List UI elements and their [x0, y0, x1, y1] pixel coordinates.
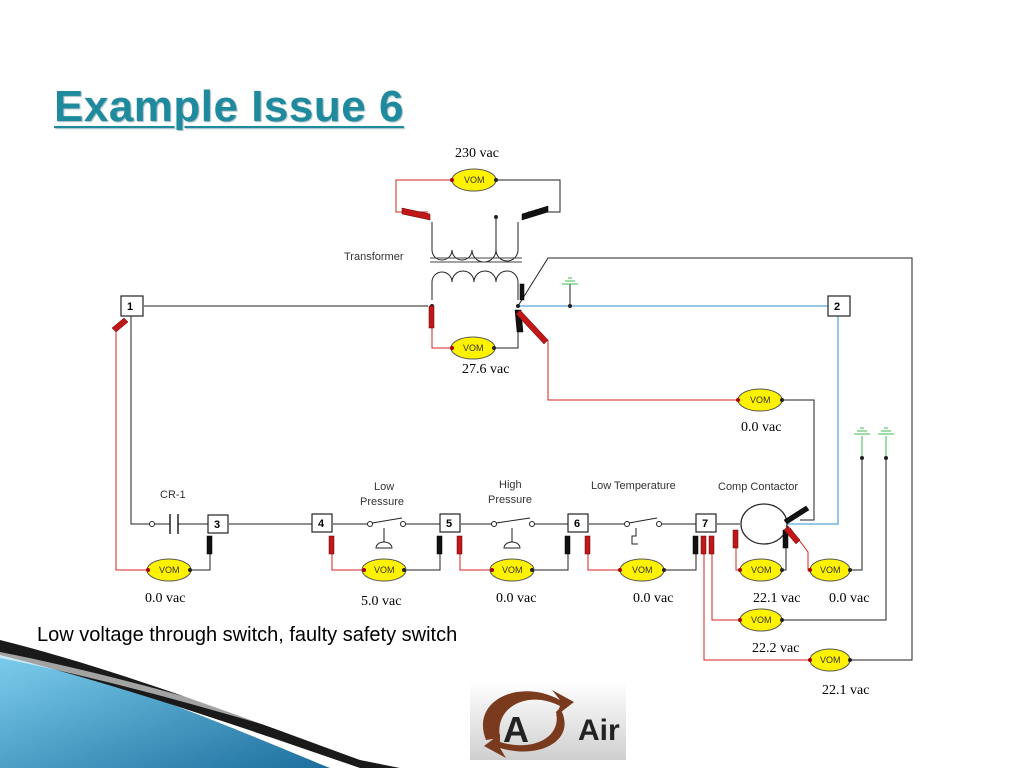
low-temperature-switch: Low Temperature	[591, 480, 676, 545]
svg-text:VOM: VOM	[374, 565, 395, 575]
meter-contactor-to-2: VOM	[736, 388, 784, 412]
meter-secondary: VOM	[450, 336, 496, 360]
logo-text: Air	[578, 714, 620, 747]
meter-t7-transformer: VOM	[808, 648, 852, 672]
svg-text:1: 1	[127, 301, 133, 313]
lead-t1	[115, 330, 148, 571]
svg-text:7: 7	[702, 518, 708, 530]
svg-text:VOM: VOM	[159, 565, 180, 575]
ground-icon	[562, 277, 578, 285]
slide-title: Example Issue 6	[54, 82, 404, 131]
svg-text:VOM: VOM	[750, 395, 771, 405]
meter-t1-to-3: VOM	[146, 558, 192, 582]
reading-contactor-ground: 0.0 vac	[829, 591, 869, 606]
meter-contactor-ground: VOM	[808, 558, 852, 582]
svg-text:Pressure: Pressure	[360, 496, 404, 508]
terminal-4: 4	[311, 513, 333, 533]
svg-text:VOM: VOM	[463, 343, 484, 353]
terminal-5: 5	[439, 513, 461, 533]
high-pressure-switch: High Pressure	[488, 479, 535, 549]
meter-low-pressure: VOM	[361, 558, 407, 582]
terminal-1: 1	[120, 295, 144, 317]
wire-transformer-out	[517, 257, 913, 661]
reading-t1-to-3: 0.0 vac	[145, 591, 185, 606]
terminal-7: 7	[695, 513, 717, 533]
lead-ground-b	[782, 460, 887, 621]
svg-text:VOM: VOM	[820, 655, 841, 665]
low-pressure-switch: Low Pressure	[360, 481, 406, 549]
meter-high-pressure: VOM	[489, 558, 535, 582]
lead-t6a	[532, 540, 569, 571]
lead-t7-b	[703, 544, 810, 661]
lead-ground-a	[850, 460, 863, 571]
reading-t7-transformer: 22.1 vac	[822, 683, 869, 698]
reading-low-pressure: 5.0 vac	[361, 594, 401, 609]
svg-text:4: 4	[318, 518, 325, 530]
lead-contactor-return	[782, 399, 815, 521]
terminal-2: 2	[827, 295, 851, 317]
svg-text:VOM: VOM	[464, 175, 485, 185]
logo-letter: A	[503, 709, 529, 750]
lead-contactor-test	[547, 340, 738, 401]
svg-text:2: 2	[834, 301, 840, 313]
meter-primary: VOM	[450, 168, 498, 192]
lead-primary-left	[395, 179, 452, 213]
transformer: Transformer	[344, 215, 522, 308]
svg-text:3: 3	[214, 519, 220, 531]
svg-text:Low: Low	[374, 481, 394, 493]
reading-high-pressure: 0.0 vac	[496, 591, 536, 606]
transformer-label: Transformer	[344, 251, 404, 263]
svg-text:VOM: VOM	[751, 565, 772, 575]
terminal-6: 6	[567, 513, 589, 533]
svg-text:VOM: VOM	[502, 565, 523, 575]
reading-primary: 230 vac	[455, 146, 499, 161]
reading-secondary: 27.6 vac	[462, 362, 509, 377]
svg-text:VOM: VOM	[632, 565, 653, 575]
lead-secondary-left	[431, 316, 452, 349]
svg-text:6: 6	[574, 518, 580, 530]
lead-t7c	[664, 540, 697, 571]
lead-t6b	[587, 544, 620, 571]
reading-t7-ground: 22.2 vac	[752, 641, 799, 656]
reading-low-temperature: 0.0 vac	[633, 591, 673, 606]
svg-text:CR-1: CR-1	[160, 489, 186, 501]
reading-contactor-to-2: 0.0 vac	[741, 420, 781, 435]
svg-text:Low Temperature: Low Temperature	[591, 480, 676, 492]
svg-text:High: High	[499, 479, 522, 491]
lead-t5a	[404, 540, 441, 571]
wire-contactor-to-2	[786, 316, 839, 525]
meter-coil: VOM	[738, 558, 784, 582]
lead-primary-right	[498, 179, 561, 213]
decorative-swoosh	[0, 640, 400, 768]
ground-icon	[854, 427, 894, 458]
lead-t4	[331, 544, 364, 571]
lead-secondary-right	[494, 316, 519, 349]
svg-text:VOM: VOM	[751, 615, 772, 625]
lead-t5b	[459, 544, 492, 571]
meter-t7-ground: VOM	[738, 608, 784, 632]
reading-coil: 22.1 vac	[753, 591, 800, 606]
comp-contactor: Comp Contactor	[718, 481, 798, 545]
company-logo: A Air	[470, 682, 626, 760]
lead-t7-a	[711, 544, 740, 621]
test-probes	[111, 205, 810, 555]
svg-text:VOM: VOM	[820, 565, 841, 575]
svg-text:Pressure: Pressure	[488, 494, 532, 506]
svg-text:5: 5	[446, 518, 452, 530]
cr1-contact: CR-1	[149, 489, 190, 534]
terminal-3: 3	[207, 514, 229, 534]
slide-caption: Low voltage through switch, faulty safet…	[37, 624, 458, 646]
meter-low-temperature: VOM	[618, 558, 666, 582]
svg-text:Comp Contactor: Comp Contactor	[718, 481, 798, 493]
wire-1-to-cr1	[130, 316, 152, 525]
